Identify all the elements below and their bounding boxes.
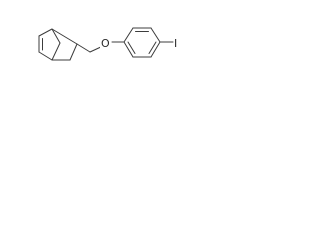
bond-c6-c1: [51, 28, 78, 45]
bond-c1-c2: [38, 28, 53, 37]
oxygen-label: O: [101, 37, 110, 50]
ring-bond-4: [150, 41, 161, 58]
iodine-label: I: [174, 37, 177, 50]
bond-c3-c4: [38, 51, 53, 61]
bond-c5-c6: [69, 43, 78, 61]
methyleneoxy-linker: [76, 43, 104, 53]
ring-bond-6: [123, 41, 134, 58]
ring-double-3: [127, 41, 136, 54]
ring-double-2: [148, 41, 157, 54]
oxygen-atom: O: [100, 37, 112, 50]
chemical-structure: O I: [38, 27, 177, 61]
bond-c7-c4: [51, 42, 61, 61]
bond-c5-ch2: [76, 43, 91, 53]
iodine-atom: I: [174, 37, 177, 50]
ring-bond-3: [150, 27, 161, 43]
bond-c1-c7: [51, 28, 61, 44]
norbornene-ring: [38, 28, 78, 61]
ring-bond-1: [123, 27, 134, 43]
benzene-ring: [123, 27, 161, 58]
